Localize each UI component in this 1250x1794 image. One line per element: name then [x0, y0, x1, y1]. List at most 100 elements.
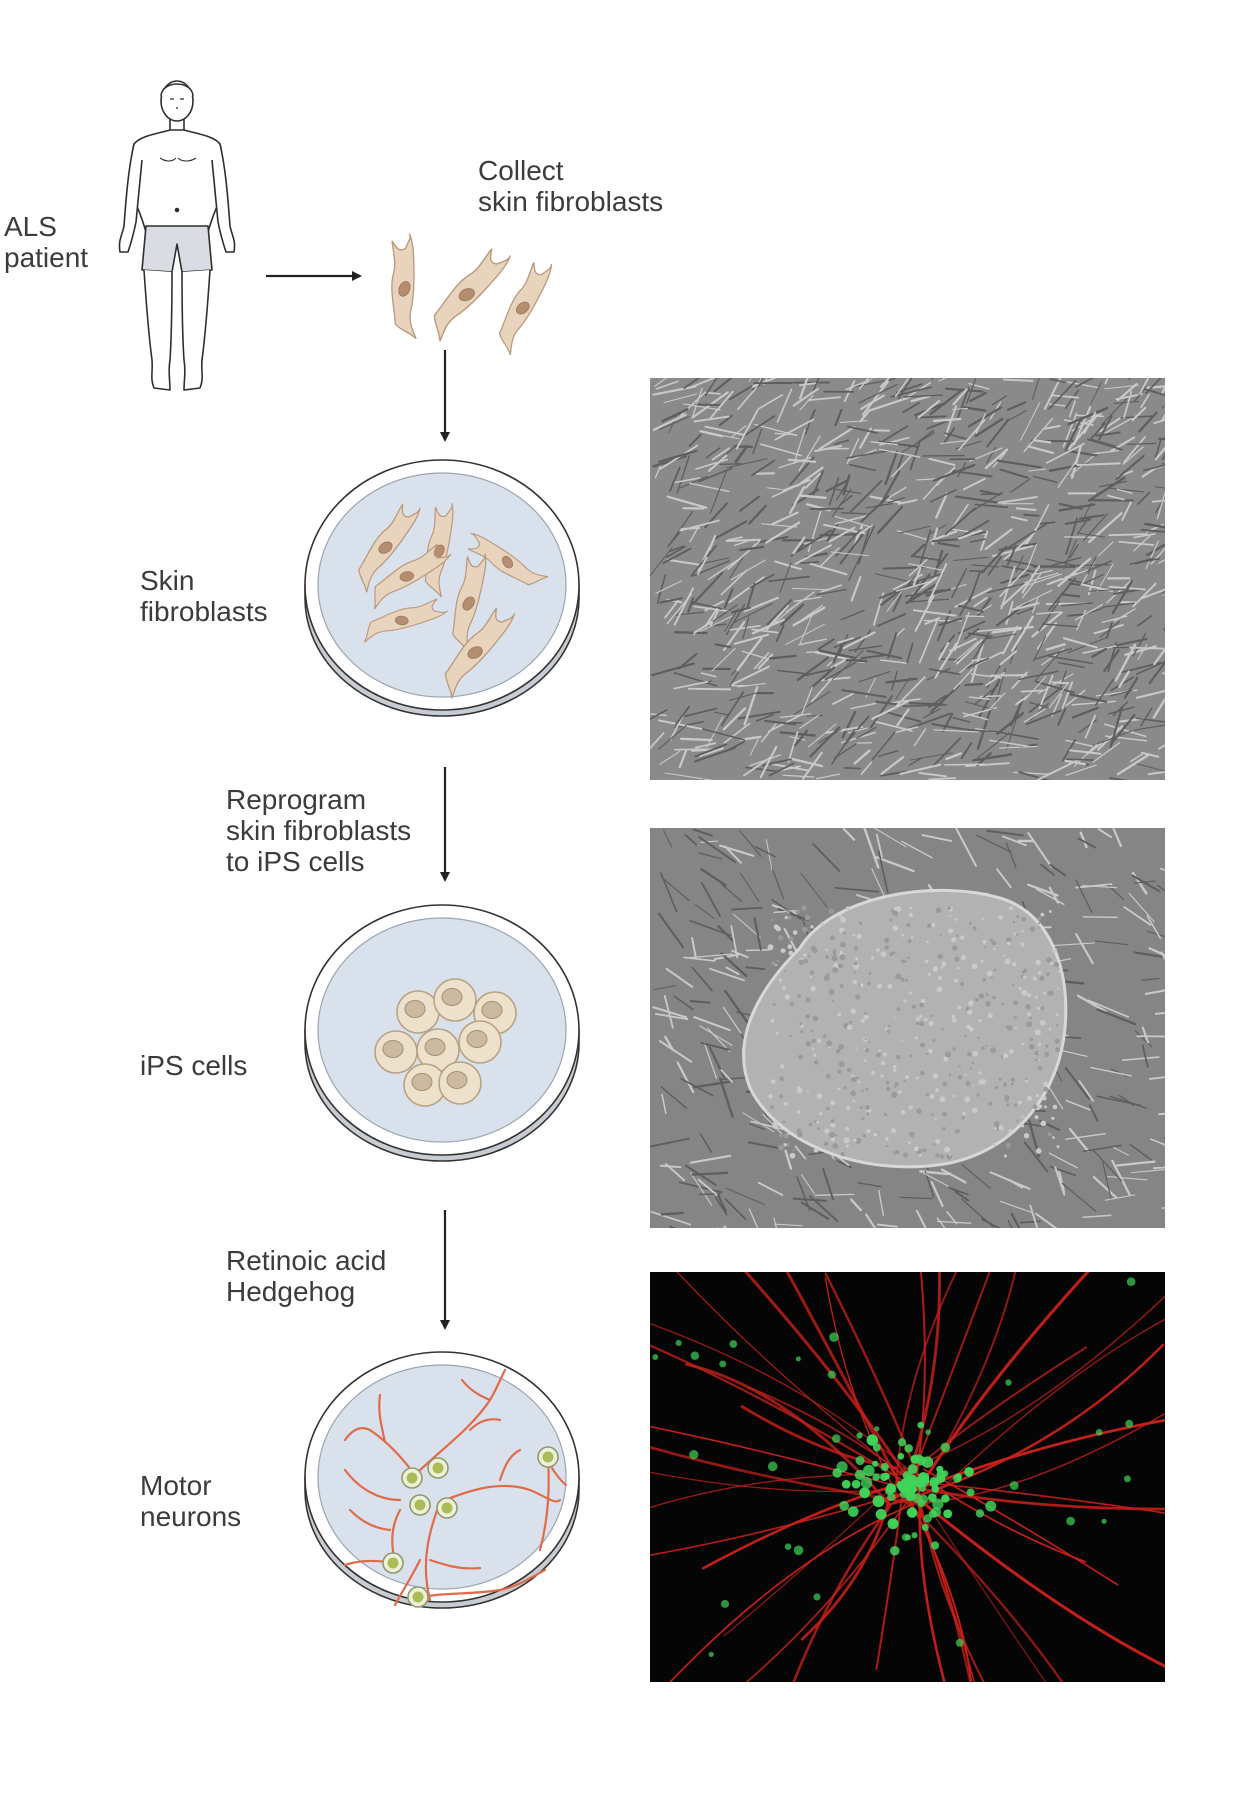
colony-texture-dot: [1021, 1115, 1024, 1118]
cell-strand: [825, 479, 848, 493]
cell-strand: [764, 719, 797, 726]
cell-strand: [714, 643, 732, 649]
cell-strand: [1083, 411, 1097, 434]
colony-texture-dot: [1013, 1000, 1018, 1006]
cell-strand: [908, 757, 923, 766]
cell-strand: [719, 844, 755, 857]
cell-strand: [1088, 1104, 1099, 1122]
human-figure-icon: [118, 80, 236, 391]
colony-texture-dot: [908, 1105, 913, 1110]
cell-strand: [1092, 742, 1121, 763]
cell-strand: [1082, 885, 1118, 889]
cell-strand: [1145, 540, 1160, 569]
colony-texture-dot: [990, 976, 993, 979]
cell-strand: [729, 625, 761, 631]
cell-strand: [1035, 680, 1075, 694]
axon-fiber: [740, 1405, 897, 1470]
cell-strand: [780, 603, 805, 626]
cell-strand: [654, 1013, 689, 1021]
cell-strand: [941, 712, 954, 733]
cell-strand: [1079, 532, 1106, 538]
colony-texture-dot: [878, 1049, 881, 1053]
cell-strand: [1064, 389, 1080, 410]
colony-texture-dot: [1028, 1043, 1035, 1050]
cell-strand: [684, 707, 718, 717]
cell-strand: [690, 1172, 713, 1206]
colony-texture-dot: [965, 1080, 971, 1086]
cell-strand: [976, 834, 1012, 853]
colony-texture-dot: [920, 1070, 925, 1076]
cell-strand: [924, 616, 941, 625]
cell-strand: [834, 439, 850, 445]
cell-strand: [834, 408, 843, 427]
colony-texture-dot: [985, 1000, 991, 1007]
colony-texture-dot: [880, 951, 887, 957]
cell-strand: [971, 564, 1000, 568]
cell-strand: [815, 773, 841, 780]
axon-fiber: [669, 1503, 914, 1682]
cell-strand: [748, 504, 767, 525]
cell-strand: [665, 967, 694, 988]
green-nucleus: [863, 1464, 875, 1477]
colony-texture-dot: [926, 1052, 929, 1056]
cell-strand: [870, 441, 899, 446]
colony-texture-dot: [951, 937, 957, 943]
cell-strand: [1078, 514, 1105, 520]
cell-strand: [1107, 1176, 1148, 1181]
cell-strand: [1148, 660, 1165, 685]
colony-texture-dot: [981, 917, 984, 921]
cell-strand: [845, 659, 868, 663]
cell-strand: [1115, 1160, 1156, 1167]
cell-strand: [857, 1182, 882, 1188]
green-nucleus: [940, 1442, 951, 1453]
colony-texture-dot: [786, 1143, 790, 1147]
cell-strand: [807, 396, 842, 402]
colony-texture-dot: [955, 934, 959, 937]
colony-texture-dot: [998, 1125, 1004, 1131]
cell-strand: [814, 651, 852, 661]
cell-strand: [1048, 403, 1066, 407]
cell-strand: [753, 917, 762, 951]
colony-texture-dot: [900, 977, 905, 983]
colony-texture-dot: [883, 1112, 888, 1117]
axon-fiber: [907, 1474, 1047, 1682]
cell-strand: [986, 829, 1024, 837]
cell-strand: [766, 487, 782, 490]
cell-strand: [768, 762, 795, 777]
green-nucleus: [729, 1340, 738, 1348]
colony-texture-dot: [816, 1120, 820, 1124]
colony-texture-dot: [811, 1047, 814, 1051]
colony-texture-dot: [1003, 1082, 1008, 1087]
colony-texture-dot: [1025, 1079, 1028, 1083]
cell-strand: [744, 766, 778, 772]
cell-strand: [700, 1041, 730, 1051]
colony-texture-dot: [985, 993, 989, 997]
cell-strand: [848, 645, 882, 652]
colony-texture-dot: [1028, 1016, 1032, 1020]
colony-texture-dot: [866, 1112, 870, 1116]
colony-texture-dot: [942, 1111, 947, 1117]
green-nucleus: [885, 1483, 896, 1494]
colony-texture-dot: [895, 905, 902, 912]
cell-strand: [817, 638, 835, 651]
cell-strand: [722, 1006, 742, 1035]
cell-strand: [1156, 491, 1165, 520]
colony-texture-dot: [1018, 986, 1022, 991]
colony-texture-dot: [859, 983, 864, 988]
colony-texture-dot: [993, 1121, 1000, 1127]
colony-texture-dot: [830, 1137, 836, 1142]
cell-strand: [775, 624, 785, 643]
cell-strand: [831, 728, 856, 765]
colony-texture-dot: [932, 1143, 936, 1146]
cell-strand: [679, 475, 708, 489]
colony-texture-dot: [908, 991, 913, 995]
cell-strand: [724, 845, 742, 864]
cell-strand: [1161, 590, 1165, 595]
cell-strand: [658, 597, 683, 604]
cell-strand: [936, 1220, 972, 1224]
cell-strand: [1018, 771, 1051, 780]
colony-texture-dot: [927, 972, 931, 976]
colony-texture-dot: [792, 1149, 796, 1152]
cell-strand: [674, 748, 707, 751]
colony-texture-dot: [871, 956, 874, 960]
